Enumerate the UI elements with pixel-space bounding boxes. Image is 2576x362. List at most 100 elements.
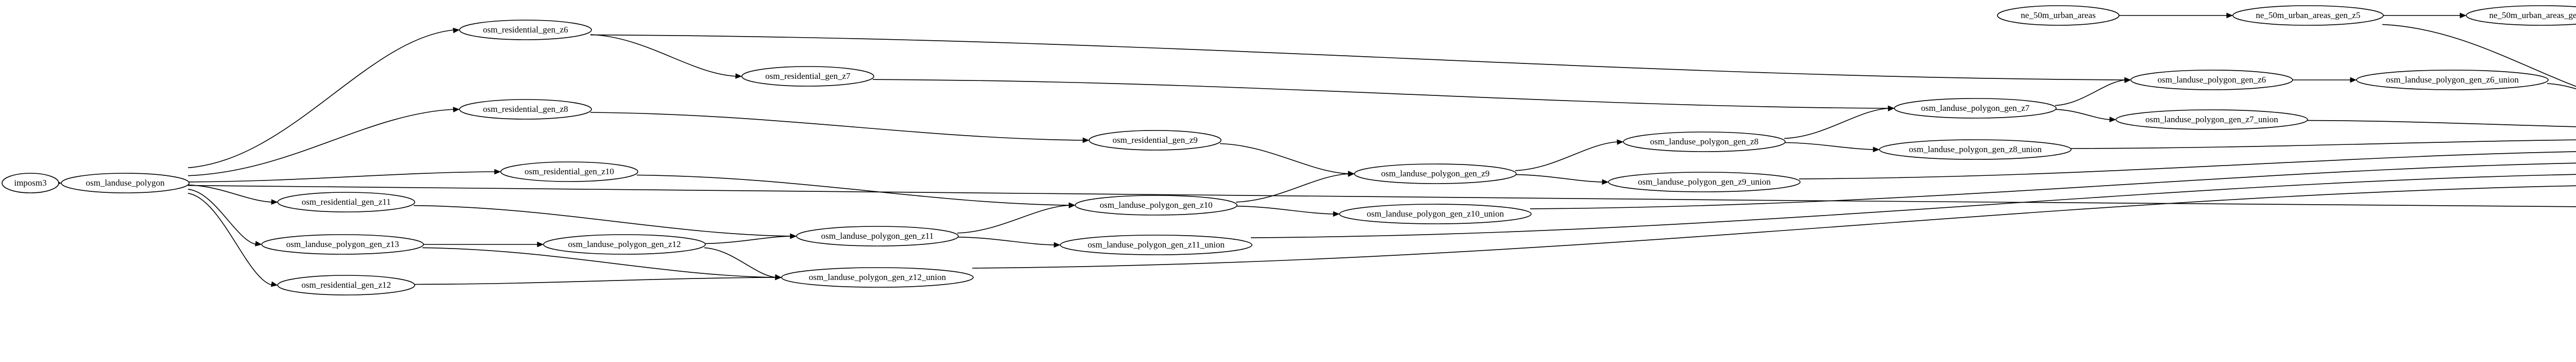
node-osm_residential_gen_z8[interactable]: osm_residential_gen_z8	[459, 99, 592, 120]
edge-osm_residential_gen_z11-to-osm_landuse_polygon_gen_z11	[413, 205, 797, 239]
node-osm_residential_gen_z6[interactable]: osm_residential_gen_z6	[459, 20, 592, 40]
node-ellipse	[61, 173, 190, 193]
node-osm_landuse_polygon_gen_z12[interactable]: osm_landuse_polygon_gen_z12	[543, 234, 706, 255]
node-label: osm_landuse_polygon_gen_z6	[2158, 75, 2266, 85]
node-label: osm_landuse_polygon_gen_z6_union	[2386, 75, 2519, 85]
node-osm_landuse_polygon_gen_z10_union[interactable]: osm_landuse_polygon_gen_z10_union	[1339, 204, 1532, 224]
edge-line	[2547, 83, 2576, 90]
edge-line	[636, 174, 1071, 206]
node-osm_residential_gen_z12[interactable]: osm_residential_gen_z12	[277, 275, 415, 295]
edge-arrowhead	[537, 241, 544, 248]
node-ellipse	[500, 161, 638, 182]
edge-osm_landuse_polygon_gen_z11-to-osm_landuse_polygon_gen_z11_union	[957, 236, 1061, 248]
node-osm_landuse_polygon_gen_z8_union[interactable]: osm_landuse_polygon_gen_z8_union	[1879, 139, 2072, 160]
node-label: osm_residential_gen_z10	[524, 167, 614, 176]
node-imposm3[interactable]: imposm3	[2, 173, 59, 193]
node-ne_50m_urban_areas[interactable]: ne_50m_urban_areas	[1997, 5, 2120, 26]
node-label: osm_landuse_polygon_gen_z10	[1099, 200, 1212, 210]
edge-osm_landuse_polygon_gen_z11-to-osm_landuse_polygon_gen_z10	[957, 203, 1076, 234]
node-osm_residential_gen_z11[interactable]: osm_residential_gen_z11	[277, 192, 415, 212]
edge-line	[590, 112, 1084, 141]
node-label: osm_landuse_polygon	[86, 178, 165, 188]
edge-arrowhead	[2124, 77, 2131, 84]
node-osm_landuse_polygon[interactable]: osm_landuse_polygon	[61, 173, 190, 193]
edge-line	[1235, 205, 1335, 215]
edge-line	[590, 34, 737, 77]
edge-osm_landuse_polygon_gen_z12-to-osm_landuse_polygon_gen_z12_union	[704, 247, 782, 280]
edge-osm_landuse_polygon_gen_z8-to-osm_landuse_polygon_gen_z7	[1784, 106, 1895, 139]
edge-line	[1219, 143, 1350, 174]
edge-line	[2055, 109, 2111, 120]
node-label: osm_residential_gen_z8	[483, 104, 568, 114]
edge-osm_landuse_polygon_gen_z8-to-osm_landuse_polygon_gen_z8_union	[1784, 142, 1880, 153]
node-osm_residential_gen_z9[interactable]: osm_residential_gen_z9	[1089, 130, 1222, 151]
node-ellipse	[1354, 163, 1517, 184]
node-label: osm_landuse_polygon_gen_z9	[1381, 169, 1490, 178]
edge-osm_residential_gen_z6-to-osm_residential_gen_z7	[590, 34, 742, 79]
edge-osm_landuse_polygon_gen_z12_union-to-layer_landuse_z12	[972, 185, 2576, 269]
edge-arrowhead	[1069, 203, 1076, 208]
node-ne_50m_urban_areas_gen_z4[interactable]: ne_50m_urban_areas_gen_z4	[2466, 5, 2576, 26]
node-osm_landuse_polygon_gen_z10[interactable]: osm_landuse_polygon_gen_z10	[1075, 195, 1238, 216]
edge-line	[1799, 151, 2576, 179]
edge-arrowhead	[270, 281, 278, 287]
node-label: ne_50m_urban_areas_gen_z5	[2256, 10, 2361, 20]
edge-line	[1515, 174, 1604, 183]
node-osm_landuse_polygon_gen_z11[interactable]: osm_landuse_polygon_gen_z11	[796, 226, 959, 246]
node-osm_landuse_polygon_gen_z12_union[interactable]: osm_landuse_polygon_gen_z12_union	[781, 267, 974, 288]
edge-line	[1515, 141, 1619, 171]
edge-line	[590, 34, 2126, 80]
node-label: osm_landuse_polygon_gen_z7	[1921, 103, 2030, 113]
edge-osm_landuse_polygon_gen_z13-to-osm_landuse_polygon_gen_z12	[422, 241, 544, 248]
node-label: ne_50m_urban_areas_gen_z4	[2489, 10, 2576, 20]
edge-osm_landuse_polygon_gen_z10-to-osm_landuse_polygon_gen_z9	[1235, 171, 1355, 203]
node-osm_landuse_polygon_gen_z6[interactable]: osm_landuse_polygon_gen_z6	[2130, 70, 2293, 90]
edge-arrowhead	[735, 73, 742, 79]
node-osm_landuse_polygon_gen_z6_union[interactable]: osm_landuse_polygon_gen_z6_union	[2356, 70, 2549, 90]
node-osm_residential_gen_z7[interactable]: osm_residential_gen_z7	[741, 66, 874, 87]
node-label: osm_landuse_polygon_gen_z11_union	[1088, 240, 1225, 250]
edge-osm_residential_gen_z9-to-osm_landuse_polygon_gen_z9	[1219, 143, 1355, 176]
node-label: osm_landuse_polygon_gen_z7_union	[2145, 114, 2278, 124]
node-label: osm_landuse_polygon_gen_z13	[286, 239, 399, 249]
edge-osm_landuse_polygon_gen_z9-to-osm_landuse_polygon_gen_z9_union	[1515, 174, 1609, 185]
edge-osm_residential_gen_z8-to-osm_residential_gen_z9	[590, 112, 1090, 143]
node-ellipse	[1608, 172, 1801, 192]
node-osm_landuse_polygon_gen_z8[interactable]: osm_landuse_polygon_gen_z8	[1623, 131, 1786, 152]
nodes-layer: imposm3 osm_landuse_polygon osm_residentia…	[2, 5, 2576, 295]
edge-ne_50m_urban_areas-to-ne_50m_urban_areas_gen_z5	[2118, 12, 2233, 19]
node-ellipse	[2232, 5, 2384, 26]
edge-arrowhead	[1888, 106, 1895, 111]
node-ne_50m_urban_areas_gen_z5[interactable]: ne_50m_urban_areas_gen_z5	[2232, 5, 2384, 26]
node-ellipse	[2130, 70, 2293, 90]
edge-arrowhead	[1873, 146, 1880, 153]
node-label: osm_landuse_polygon_gen_z11	[821, 231, 934, 241]
node-osm_landuse_polygon_gen_z11_union[interactable]: osm_landuse_polygon_gen_z11_union	[1060, 235, 1252, 255]
node-ellipse	[543, 234, 706, 255]
node-osm_landuse_polygon_gen_z7_union[interactable]: osm_landuse_polygon_gen_z7_union	[2115, 109, 2308, 130]
edge-osm_landuse_polygon-to-osm_residential_gen_z8	[188, 107, 460, 176]
edge-arrowhead	[453, 107, 460, 112]
node-ellipse	[796, 226, 959, 246]
edge-arrowhead	[775, 274, 782, 280]
edge-line	[422, 247, 777, 278]
node-osm_landuse_polygon_gen_z13[interactable]: osm_landuse_polygon_gen_z13	[261, 234, 424, 255]
node-ellipse	[459, 20, 592, 40]
edge-arrowhead	[1082, 137, 1090, 143]
node-ellipse	[1339, 204, 1532, 224]
node-osm_landuse_polygon_gen_z9[interactable]: osm_landuse_polygon_gen_z9	[1354, 163, 1517, 184]
edge-osm_landuse_polygon-to-osm_landuse_polygon_gen_z13	[188, 189, 262, 246]
edge-arrowhead	[255, 241, 262, 246]
edge-line	[188, 189, 257, 245]
edge-arrowhead	[2460, 12, 2467, 19]
node-label: osm_landuse_polygon_gen_z9_union	[1638, 177, 1771, 187]
edge-ne_50m_urban_areas_gen_z5-to-ne_50m_urban_areas_gen_z4	[2382, 12, 2467, 19]
node-osm_landuse_polygon_gen_z9_union[interactable]: osm_landuse_polygon_gen_z9_union	[1608, 172, 1801, 192]
node-osm_landuse_polygon_gen_z7[interactable]: osm_landuse_polygon_gen_z7	[1894, 98, 2057, 119]
node-ellipse	[1623, 131, 1786, 152]
node-osm_residential_gen_z10[interactable]: osm_residential_gen_z10	[500, 161, 638, 182]
node-ellipse	[459, 99, 592, 120]
edge-osm_landuse_polygon_gen_z8_union-to-layer_landuse_z8	[2070, 139, 2576, 149]
node-label: osm_landuse_polygon_gen_z12	[568, 239, 681, 249]
